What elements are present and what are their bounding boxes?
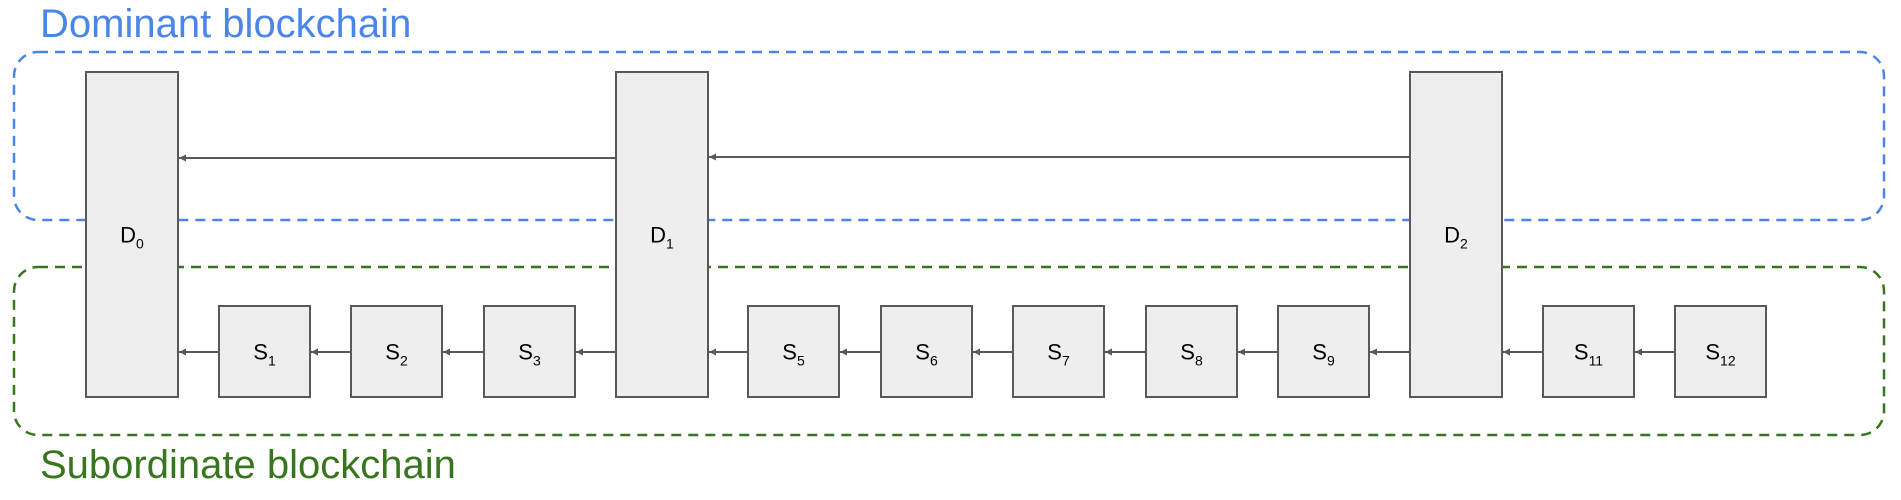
block-d2-box (1409, 71, 1503, 398)
block-s11-label: S11 (1574, 340, 1603, 369)
block-s9: S9 (1277, 305, 1370, 398)
block-s12-box (1674, 305, 1767, 398)
block-s5: S5 (747, 305, 840, 398)
chain-links (179, 153, 1675, 356)
block-d0-label: D0 (120, 223, 144, 252)
subordinate-region-boundary (12, 265, 1886, 437)
block-s9-box (1277, 305, 1370, 398)
block-s6: S6 (880, 305, 973, 398)
block-s5-box (747, 305, 840, 398)
block-s7-label: S7 (1047, 340, 1070, 369)
dominant-region-boundary (12, 50, 1886, 222)
block-s2-label: S2 (385, 340, 408, 369)
block-d0-box (85, 71, 179, 398)
block-s6-box (880, 305, 973, 398)
block-s11: S11 (1542, 305, 1635, 398)
block-s12: S12 (1674, 305, 1767, 398)
block-s7: S7 (1012, 305, 1105, 398)
block-d2-label: D2 (1444, 223, 1468, 252)
dominant-region-title: Dominant blockchain (40, 2, 411, 46)
subordinate-region-title: Subordinate blockchain (40, 443, 456, 487)
block-s11-box (1542, 305, 1635, 398)
block-s12-label: S12 (1705, 340, 1735, 369)
block-s1-label: S1 (253, 340, 276, 369)
block-d2: D2 (1409, 71, 1503, 398)
block-s6-label: S6 (915, 340, 938, 369)
block-s2: S2 (350, 305, 443, 398)
block-s3-box (483, 305, 576, 398)
block-s3-label: S3 (518, 340, 541, 369)
block-s8-label: S8 (1180, 340, 1203, 369)
block-d0: D0 (85, 71, 179, 398)
block-s9-label: S9 (1312, 340, 1335, 369)
block-s7-box (1012, 305, 1105, 398)
block-s1-box (218, 305, 311, 398)
block-d1-label: D1 (650, 223, 674, 252)
block-d1-box (615, 71, 709, 398)
block-d1: D1 (615, 71, 709, 398)
block-s1: S1 (218, 305, 311, 398)
block-s2-box (350, 305, 443, 398)
block-s3: S3 (483, 305, 576, 398)
block-s8-box (1145, 305, 1238, 398)
block-s5-label: S5 (782, 340, 805, 369)
block-s8: S8 (1145, 305, 1238, 398)
